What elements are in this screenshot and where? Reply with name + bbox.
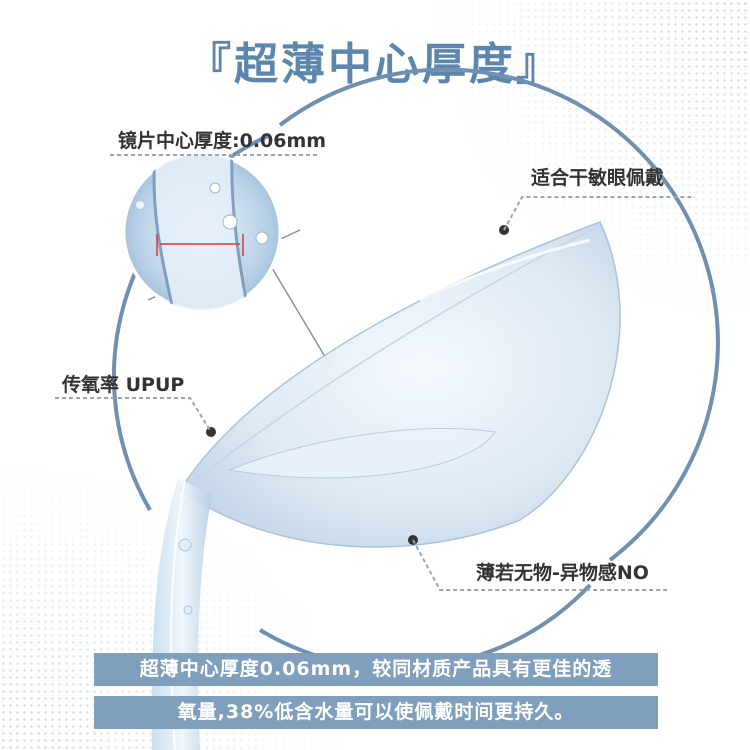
label-center-thickness: 镜片中心厚度:0.06mm — [118, 130, 327, 152]
label-oxygen: 传氧率 UPUP — [62, 374, 185, 396]
contact-lens-illustration — [178, 221, 621, 548]
page-title: 『超薄中心厚度』 — [187, 39, 563, 90]
description-line-1: 超薄中心厚度0.06mm，较同材质产品具有更佳的透 — [94, 653, 658, 686]
magnifier-callout — [122, 152, 282, 312]
callout-dot-oxygen — [206, 427, 216, 437]
description-line-2: 氧量,38%低含水量可以使佩戴时间更持久。 — [94, 696, 658, 729]
label-no-foreign-body: 薄若无物-异物感NO — [476, 562, 649, 584]
label-dry-eye: 适合干敏眼佩戴 — [531, 167, 665, 189]
